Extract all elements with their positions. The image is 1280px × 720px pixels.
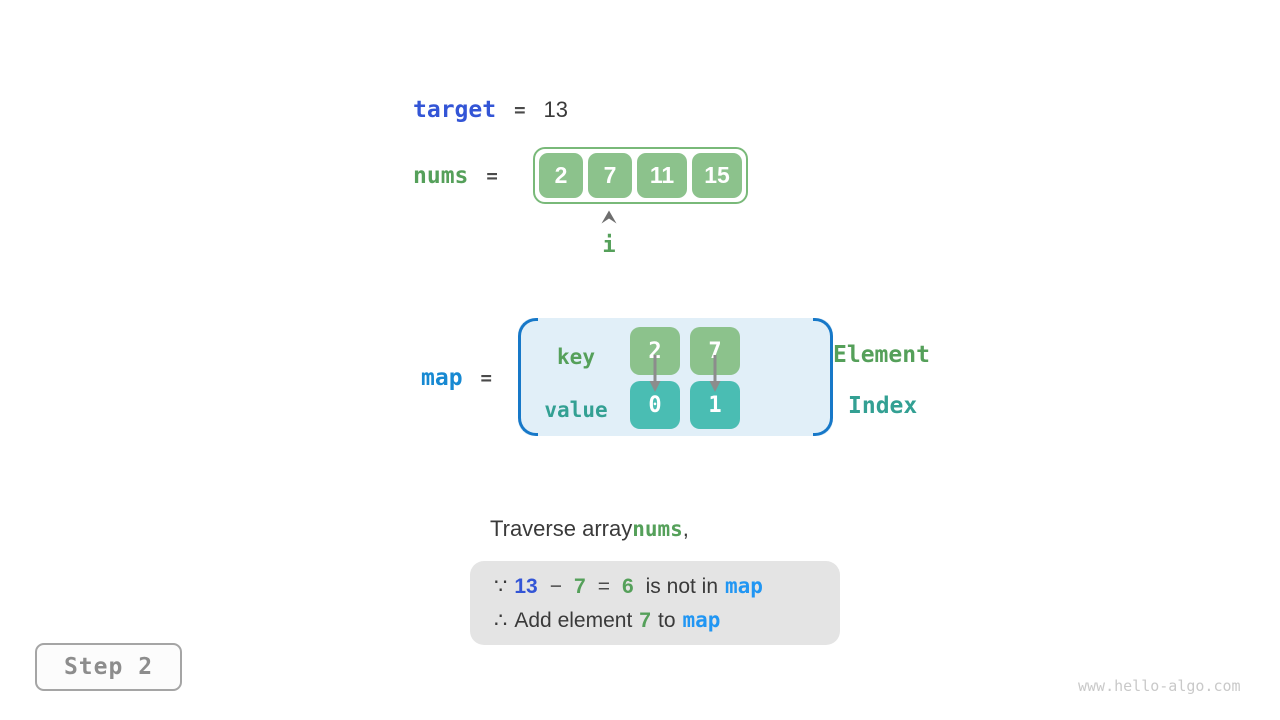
- target-number: 13: [514, 574, 538, 598]
- array-cell: 7: [588, 153, 632, 198]
- step-badge: Step 2: [35, 643, 182, 691]
- index-pointer-label: i: [602, 233, 616, 258]
- note-text: Add element: [514, 608, 633, 632]
- map-container: key value 2 7 0 1: [518, 318, 833, 436]
- step-badge-label: Step 2: [63, 654, 154, 680]
- current-element-number: 7: [574, 574, 586, 598]
- minus-sign: −: [549, 574, 562, 598]
- map-label: map: [421, 365, 463, 391]
- array-cell: 15: [692, 153, 742, 198]
- reasoning-note-box: ∵ 13 − 7 = 6 is not in map ∴ Add element…: [470, 561, 840, 645]
- map-key-label: key: [557, 345, 595, 369]
- caption-after: ,: [682, 516, 689, 541]
- map-reference: map: [682, 607, 721, 632]
- equals-sign: =: [514, 99, 526, 121]
- arrow-down-icon: [709, 355, 721, 392]
- target-assignment: target = 13: [413, 96, 568, 124]
- array-cell: 11: [637, 153, 687, 198]
- array-cell: 2: [539, 153, 583, 198]
- caption-nums-ref: nums: [632, 517, 683, 541]
- because-symbol: ∵: [494, 574, 508, 598]
- element-legend-label: Element: [833, 342, 930, 368]
- equals-sign: =: [597, 574, 610, 598]
- note-text: to: [657, 608, 676, 632]
- caret-up-icon: [601, 210, 617, 224]
- map-reference: map: [725, 573, 763, 598]
- caption-before: Traverse array: [490, 516, 633, 541]
- equals-sign: =: [480, 367, 492, 389]
- target-label: target: [413, 97, 497, 123]
- arrow-down-icon: [649, 355, 661, 392]
- note-line-therefore: ∴ Add element 7 to map: [494, 608, 840, 633]
- close-paren-bracket: [813, 318, 833, 436]
- equals-sign: =: [486, 165, 498, 187]
- added-element-number: 7: [639, 608, 651, 632]
- difference-number: 6: [621, 574, 634, 598]
- note-line-because: ∵ 13 − 7 = 6 is not in map: [494, 574, 840, 599]
- map-assignment: map =: [421, 364, 492, 392]
- index-legend-label: Index: [848, 393, 918, 419]
- open-paren-bracket: [518, 318, 538, 436]
- therefore-symbol: ∴: [494, 608, 508, 632]
- target-value: 13: [543, 97, 569, 122]
- map-value-label: value: [544, 398, 608, 422]
- nums-array: 2 7 11 15: [533, 147, 748, 204]
- caption-text: Traverse array nums ,: [490, 516, 689, 542]
- nums-label: nums: [413, 163, 469, 189]
- watermark-url: www.hello-algo.com: [1078, 677, 1241, 695]
- note-text: is not in: [645, 574, 719, 598]
- nums-assignment: nums =: [413, 162, 498, 190]
